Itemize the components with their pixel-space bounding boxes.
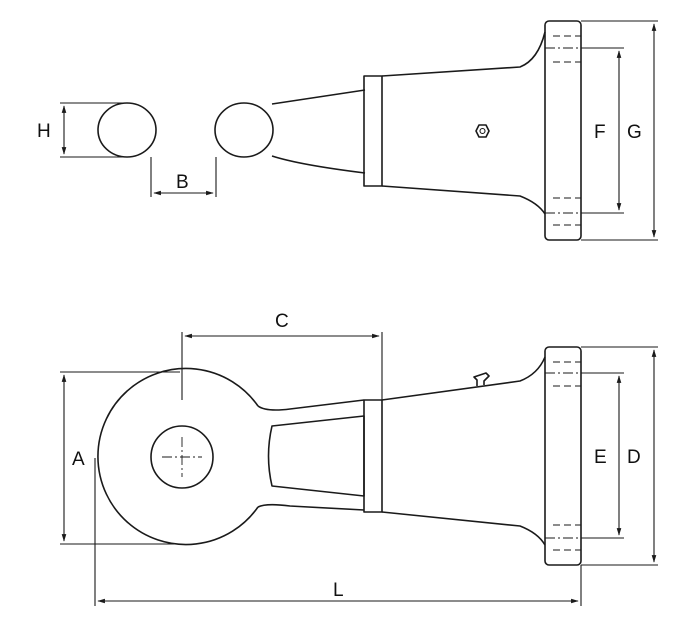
dimension-g: G (581, 20, 658, 241)
dimension-c: C (181, 311, 383, 400)
dimension-label-g: G (627, 122, 642, 143)
rod-cross-section-right (214, 102, 274, 158)
grease-nipple-side (473, 372, 490, 386)
dimension-d: D (581, 346, 658, 566)
bottom-flange (544, 346, 582, 566)
dimension-l: L (94, 458, 582, 606)
top-collar (363, 75, 383, 187)
dimension-label-h: H (37, 121, 51, 142)
bottom-shank (257, 399, 365, 511)
dimension-label-e: E (594, 447, 607, 468)
dimension-label-d: D (627, 447, 641, 468)
bottom-view (97, 346, 582, 566)
dimension-label-a: A (72, 449, 85, 470)
dimension-label-f: F (594, 122, 606, 143)
dimension-f: F (581, 47, 624, 214)
rod-cross-section-left (97, 102, 157, 158)
bottom-collar (363, 399, 383, 513)
dimension-e: E (581, 372, 624, 539)
top-body (381, 31, 546, 215)
dimension-label-b: B (176, 172, 189, 193)
dimension-b: B (150, 157, 217, 197)
dimension-a: A (60, 371, 180, 545)
dimension-label-l: L (333, 580, 344, 601)
bottom-shank-inner (267, 415, 365, 497)
eye-bore (150, 425, 214, 489)
bottom-body (381, 356, 546, 546)
eye-end (97, 367, 259, 546)
top-flange (544, 20, 582, 241)
top-neck (271, 89, 366, 174)
grease-nipple-hex (475, 124, 490, 138)
top-view (97, 20, 582, 241)
dimension-h: H (37, 102, 125, 158)
dimension-label-c: C (275, 311, 289, 332)
